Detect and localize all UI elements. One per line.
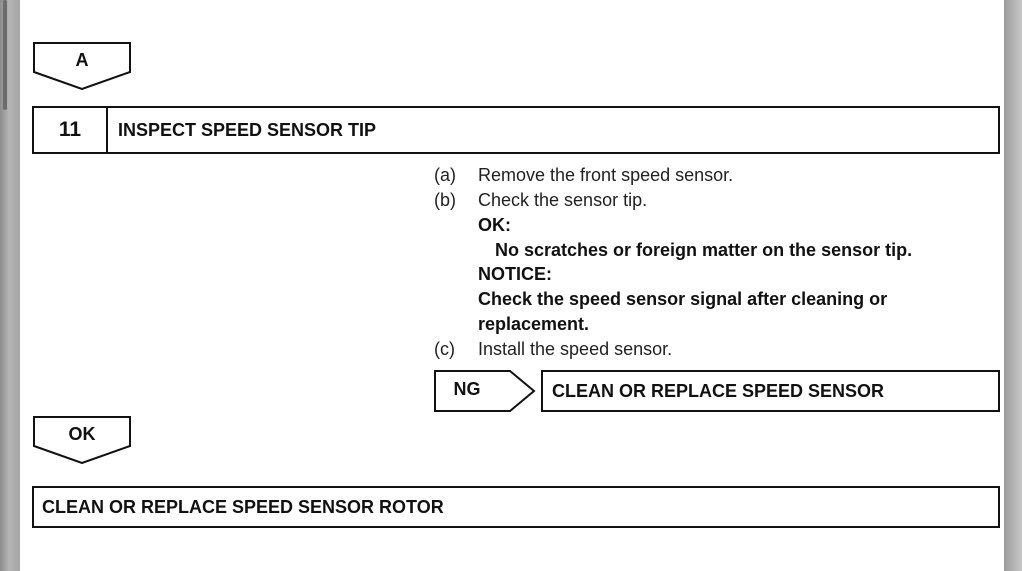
final-action-box: CLEAN OR REPLACE SPEED SENSOR ROTOR: [32, 486, 1000, 528]
branch-marker-a: A: [33, 42, 131, 90]
notice-text-line2: replacement.: [478, 314, 590, 334]
instruction-b-text: Check the sensor tip.: [478, 190, 648, 210]
instruction-a-marker: (a): [434, 165, 456, 185]
instruction-a-text: Remove the front speed sensor.: [478, 165, 734, 185]
marker-a-label: A: [75, 50, 89, 70]
scrollbar-thumb[interactable]: [3, 0, 7, 110]
ok-label: OK: [68, 424, 96, 444]
ok-criteria: No scratches or foreign matter on the se…: [495, 240, 913, 260]
left-scrollbar[interactable]: [0, 0, 20, 571]
ok-arrow: OK: [33, 416, 131, 464]
step-title: INSPECT SPEED SENSOR TIP: [118, 120, 377, 140]
step-header: 11 INSPECT SPEED SENSOR TIP: [32, 106, 1000, 154]
ng-result-box: CLEAN OR REPLACE SPEED SENSOR: [541, 370, 1000, 412]
notice-heading: NOTICE:: [478, 264, 552, 284]
right-page-edge: [1004, 0, 1022, 571]
ok-arrow-shape: [33, 416, 131, 464]
instruction-c-text: Install the speed sensor.: [478, 339, 673, 359]
notice-text-line1: Check the speed sensor signal after clea…: [478, 289, 888, 309]
marker-a-shape: [33, 42, 131, 90]
instruction-c-marker: (c): [434, 339, 455, 359]
ng-arrow: NG: [434, 370, 536, 412]
ok-heading: OK:: [478, 215, 511, 235]
document-page: [20, 0, 1004, 571]
ng-label: NG: [453, 379, 481, 399]
instruction-b-marker: (b): [434, 190, 456, 210]
ng-arrow-shape: [434, 370, 536, 412]
step-number: 11: [34, 108, 108, 152]
